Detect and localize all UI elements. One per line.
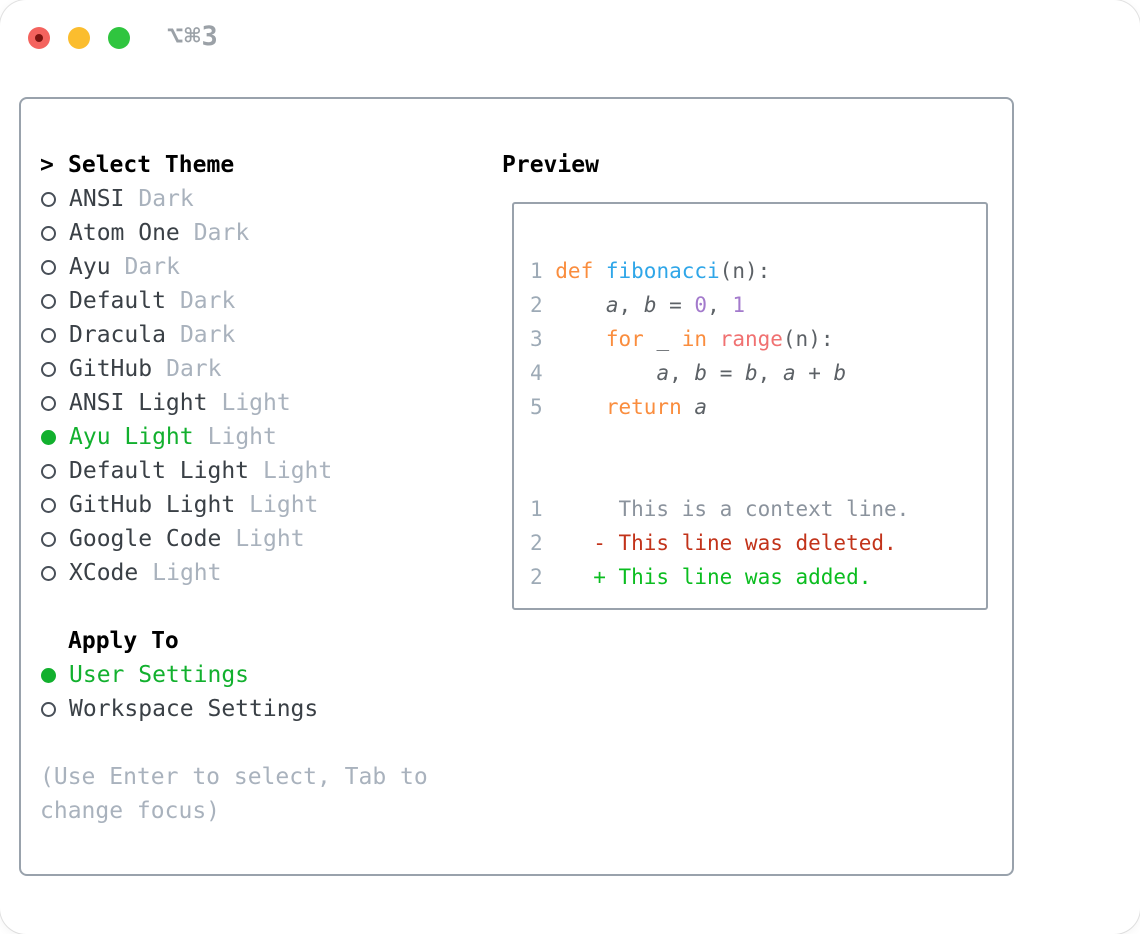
radio-icon bbox=[41, 463, 56, 479]
apply-to-header: Apply To bbox=[40, 624, 480, 658]
option-label: XCode bbox=[69, 560, 139, 586]
variant-tag: Light bbox=[263, 458, 333, 484]
theme-option-ayu-light[interactable]: Ayu Light Light bbox=[40, 420, 480, 454]
option-label: Ayu Light bbox=[69, 424, 194, 450]
radio-icon bbox=[41, 395, 56, 411]
radio-selected-icon bbox=[41, 667, 56, 683]
variant-tag: Light bbox=[152, 560, 222, 586]
code-line: 2 a, b = 0, 1 bbox=[530, 288, 986, 322]
radio-icon bbox=[41, 259, 56, 275]
line-number: 5 bbox=[530, 395, 543, 419]
theme-option-ayu[interactable]: Ayu Dark bbox=[40, 250, 480, 284]
variant-tag: Dark bbox=[138, 186, 194, 212]
code-content: return a bbox=[605, 395, 708, 419]
option-label: Dracula bbox=[69, 322, 166, 348]
variant-tag: Dark bbox=[193, 220, 250, 246]
line-number: 2 bbox=[530, 293, 543, 317]
variant-tag: Light bbox=[235, 526, 305, 552]
option-label: Google Code bbox=[69, 526, 222, 552]
radio-icon bbox=[41, 361, 56, 377]
minimize-button[interactable] bbox=[68, 27, 90, 49]
option-label: ANSI bbox=[69, 186, 125, 212]
theme-option-dracula[interactable]: Dracula Dark bbox=[40, 318, 480, 352]
theme-option-xcode[interactable]: XCode Light bbox=[40, 556, 480, 590]
zoom-button[interactable] bbox=[108, 27, 130, 49]
radio-icon bbox=[41, 565, 56, 581]
apply-option-workspace-settings[interactable]: Workspace Settings bbox=[40, 692, 480, 726]
option-label: ANSI Light bbox=[69, 390, 208, 416]
theme-option-atom-one[interactable]: Atom One Dark bbox=[40, 216, 480, 250]
apply-to-title: Apply To bbox=[68, 628, 179, 654]
apply-option-user-settings[interactable]: User Settings bbox=[40, 658, 480, 692]
code-content: def fibonacci(n): bbox=[555, 259, 771, 283]
variant-tag: Dark bbox=[166, 356, 222, 382]
preview-title: Preview bbox=[502, 152, 599, 178]
diff-content: This is a context line. bbox=[555, 497, 910, 521]
variant-tag: Dark bbox=[124, 254, 180, 280]
option-label: Ayu bbox=[69, 254, 111, 280]
variant-tag: Dark bbox=[179, 288, 236, 314]
code-line: 4 a, b = b, a + b bbox=[530, 356, 986, 390]
theme-option-ansi[interactable]: ANSI Dark bbox=[40, 182, 480, 216]
line-number: 2 bbox=[530, 531, 543, 555]
diff-content: - This line was deleted. bbox=[555, 531, 897, 555]
diff-line-added: 2 + This line was added. bbox=[530, 560, 986, 594]
line-number: 4 bbox=[530, 361, 543, 385]
radio-selected-icon bbox=[41, 429, 56, 445]
window-shortcut-label: ⌥⌘3 bbox=[167, 21, 219, 52]
option-label: GitHub bbox=[69, 356, 153, 382]
radio-icon bbox=[41, 191, 56, 207]
diff-line-deleted: 2 - This line was deleted. bbox=[530, 526, 986, 560]
option-label: Atom One bbox=[69, 220, 180, 246]
select-theme-header: > Select Theme bbox=[40, 148, 480, 182]
code-content: a, b = 0, 1 bbox=[605, 293, 746, 317]
variant-tag: Light bbox=[249, 492, 319, 518]
radio-icon bbox=[41, 497, 56, 513]
unsaved-dot-icon bbox=[35, 34, 43, 42]
option-label: User Settings bbox=[69, 662, 250, 688]
code-content: a, b = b, a + b bbox=[656, 361, 847, 385]
code-line: 1 def fibonacci(n): bbox=[530, 254, 986, 288]
select-theme-title: Select Theme bbox=[68, 152, 235, 178]
option-label: Workspace Settings bbox=[69, 696, 319, 722]
line-number: 1 bbox=[530, 259, 543, 283]
radio-icon bbox=[41, 225, 56, 241]
selection-caret-icon: > bbox=[40, 152, 54, 178]
variant-tag: Dark bbox=[179, 322, 236, 348]
theme-option-github-light[interactable]: GitHub Light Light bbox=[40, 488, 480, 522]
option-label: Default bbox=[69, 288, 166, 314]
code-line: 3 for _ in range(n): bbox=[530, 322, 986, 356]
variant-tag: Light bbox=[207, 424, 277, 450]
line-number: 1 bbox=[530, 497, 543, 521]
line-number: 3 bbox=[530, 327, 543, 351]
variant-tag: Light bbox=[221, 390, 291, 416]
radio-icon bbox=[41, 531, 56, 547]
diff-content: + This line was added. bbox=[555, 565, 872, 589]
diff-line-context: 1 This is a context line. bbox=[530, 492, 986, 526]
theme-option-github[interactable]: GitHub Dark bbox=[40, 352, 480, 386]
theme-option-default-light[interactable]: Default Light Light bbox=[40, 454, 480, 488]
theme-option-default[interactable]: Default Dark bbox=[40, 284, 480, 318]
code-content: for _ in range(n): bbox=[605, 327, 834, 351]
line-number: 2 bbox=[530, 565, 543, 589]
close-button[interactable] bbox=[28, 27, 50, 49]
option-label: GitHub Light bbox=[69, 492, 236, 518]
theme-option-ansi-light[interactable]: ANSI Light Light bbox=[40, 386, 480, 420]
radio-icon bbox=[41, 293, 56, 309]
theme-option-google-code[interactable]: Google Code Light bbox=[40, 522, 480, 556]
radio-icon bbox=[41, 327, 56, 343]
radio-icon bbox=[41, 701, 56, 717]
code-line: 5 return a bbox=[530, 390, 986, 424]
help-text: (Use Enter to select, Tab to change focu… bbox=[40, 764, 428, 824]
option-label: Default Light bbox=[69, 458, 250, 484]
